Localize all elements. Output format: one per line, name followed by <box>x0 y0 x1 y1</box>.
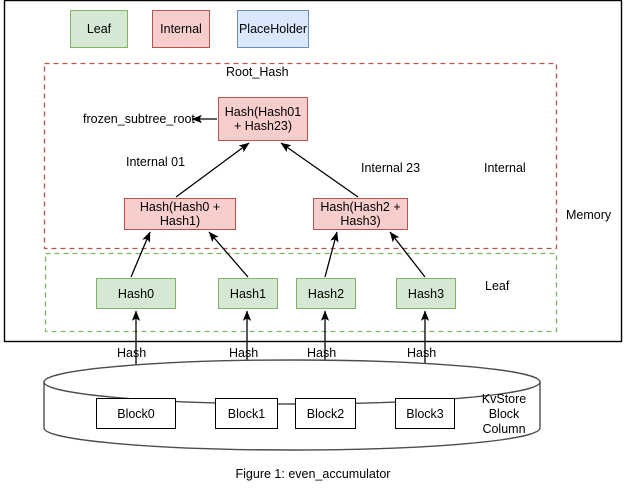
kvstore-label-line1: KvStore <box>481 392 527 406</box>
internal-region-label: Internal <box>484 161 526 175</box>
kvstore-label-line2: Block <box>488 406 520 421</box>
legend-label-internal: Internal <box>160 22 202 36</box>
node-leaf-hash3-label: Hash3 <box>407 286 445 301</box>
leaf-region-label: Leaf <box>485 279 510 293</box>
leaf-region-boundary <box>44 252 558 333</box>
node-block3: Block3 <box>395 398 455 429</box>
internal-01-label: Internal 01 <box>126 155 186 169</box>
node-block2: Block2 <box>295 398 356 429</box>
internal-23-label: Internal 23 <box>361 161 421 175</box>
edge-hash3-to-internal23 <box>389 231 426 278</box>
legend-swatch-internal: Internal <box>152 10 210 48</box>
edge-label-hash-3: Hash <box>407 346 437 360</box>
edge-internal23-to-root <box>280 142 359 198</box>
kvstore-cylinder-top <box>43 359 541 405</box>
node-leaf-hash2: Hash2 <box>296 278 356 309</box>
edge-hash0-to-internal01 <box>130 231 151 278</box>
legend-swatch-placeholder: PlaceHolder <box>237 10 309 48</box>
node-block3-label: Block3 <box>406 406 444 421</box>
node-block0-label: Block0 <box>117 406 155 421</box>
internal-region-boundary <box>43 62 558 250</box>
frozen-subtree-root-label: frozen_subtree_root <box>83 112 195 126</box>
node-internal-01: Hash(Hash0 + Hash1) <box>124 198 236 230</box>
node-leaf-hash0-label: Hash0 <box>117 286 155 301</box>
edge-label-hash-1: Hash <box>229 346 259 360</box>
edge-label-hash-0: Hash <box>117 346 147 360</box>
legend-label-leaf: Leaf <box>86 22 112 36</box>
node-internal-01-line1: Hash(Hash0 + <box>139 200 221 214</box>
node-internal-23-line1: Hash(Hash2 + <box>320 200 401 214</box>
node-leaf-hash3: Hash3 <box>396 278 456 309</box>
edge-hash2-to-internal23 <box>324 231 339 278</box>
kvstore-block-column-label: KvStore Block Column <box>469 392 539 436</box>
node-block1-label: Block1 <box>227 406 266 421</box>
node-block2-label: Block2 <box>306 406 345 421</box>
kvstore-label-line3: Column <box>482 421 526 436</box>
root-hash-region-label: Root_Hash <box>226 65 289 79</box>
legend-label-placeholder: PlaceHolder <box>238 22 308 36</box>
edge-internal01-to-root <box>175 142 250 198</box>
node-root-hash-line2: + Hash23) <box>233 119 293 133</box>
node-internal-23: Hash(Hash2 + Hash3) <box>313 198 408 230</box>
figure-caption: Figure 1: even_accumulator <box>235 467 391 481</box>
edge-hash1-to-internal01 <box>208 231 249 278</box>
memory-frame <box>3 0 623 343</box>
legend-swatch-leaf: Leaf <box>70 10 128 48</box>
node-block1: Block1 <box>215 398 278 429</box>
node-block0: Block0 <box>96 398 176 429</box>
node-leaf-hash2-label: Hash2 <box>307 286 345 301</box>
node-internal-01-line2: Hash1) <box>159 214 201 228</box>
node-internal-23-line2: Hash3) <box>340 214 381 228</box>
memory-region-label: Memory <box>566 208 612 222</box>
edge-label-hash-2: Hash <box>307 346 337 360</box>
node-leaf-hash0: Hash0 <box>96 278 176 309</box>
node-root-hash-line1: Hash(Hash01 <box>224 105 302 119</box>
node-leaf-hash1: Hash1 <box>218 278 278 309</box>
node-root-hash: Hash(Hash01 + Hash23) <box>218 97 308 141</box>
node-leaf-hash1-label: Hash1 <box>229 286 267 301</box>
